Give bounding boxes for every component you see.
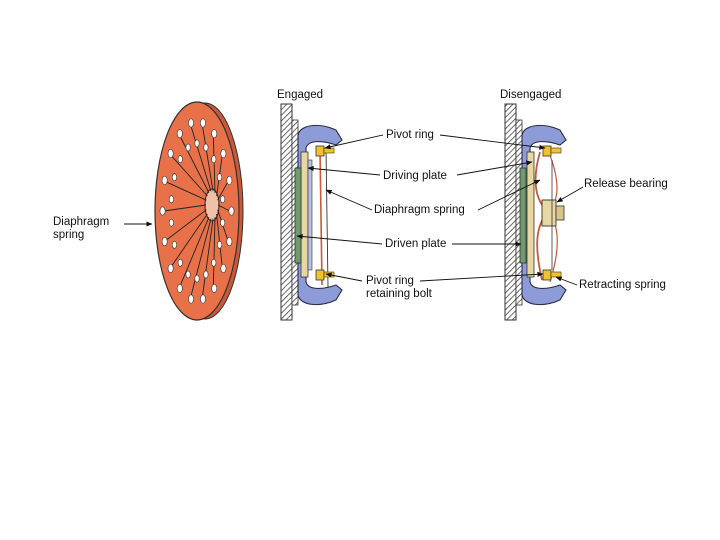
disengaged-heading: Disengaged [500, 89, 562, 101]
label-diaphragm-spring: Diaphragm spring [374, 204, 465, 216]
leader-lines [124, 134, 584, 286]
label-retracting-spring: Retracting spring [579, 279, 666, 291]
label-diaphragm-spring-left-line2: spring [53, 229, 85, 241]
label-driven-plate: Driven plate [385, 238, 447, 250]
label-pivot-ring-bolt-line2: retaining bolt [366, 288, 432, 300]
label-pivot-ring: Pivot ring [386, 129, 434, 141]
label-diaphragm-spring-left-line1: Diaphragm [53, 216, 110, 228]
engaged-heading: Engaged [277, 89, 324, 101]
label-release-bearing: Release bearing [584, 178, 668, 190]
label-pivot-ring-bolt-line1: Pivot ring [366, 275, 414, 287]
diaphragm-spring-disc [154, 101, 244, 321]
disengaged-assembly [504, 103, 567, 321]
label-driving-plate: Driving plate [383, 170, 447, 182]
engaged-assembly [280, 103, 343, 321]
